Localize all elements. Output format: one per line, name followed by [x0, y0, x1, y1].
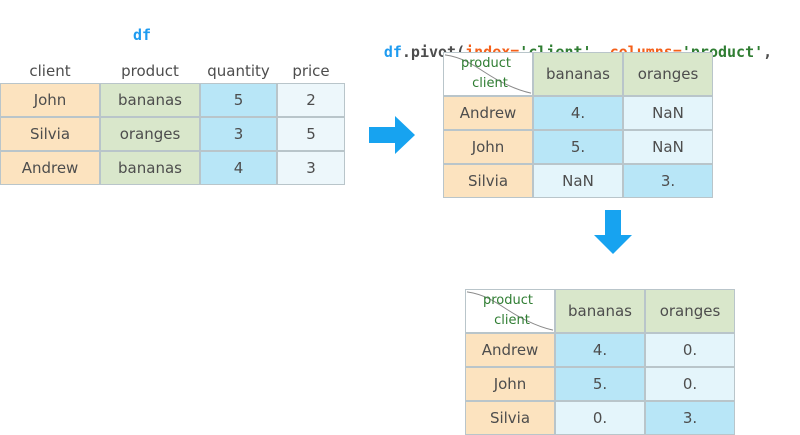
arrow-down-icon [592, 208, 634, 260]
pivot-corner-cell: product client [443, 52, 533, 96]
pivot-corner-columns-label: product [460, 56, 511, 71]
pivot-value-cell: 4. [533, 96, 623, 130]
df-table-header-row: client product quantity price [0, 55, 345, 83]
df-column-header-product: product [121, 62, 179, 80]
table-row: Andrew bananas 4 3 [0, 151, 345, 185]
pivot-value-cell: 5. [533, 130, 623, 164]
df-cell-product: oranges [100, 117, 200, 151]
fillna-corner-index-label: client [494, 313, 530, 328]
pivot-index-cell: John [443, 130, 533, 164]
fillna-index-cell: Silvia [465, 401, 555, 435]
pivot-index-cell: Andrew [443, 96, 533, 130]
table-row: John bananas 5 2 [0, 83, 345, 117]
df-cell-quantity: 4 [200, 151, 277, 185]
df-source-label: df [133, 26, 152, 44]
df-cell-client: John [0, 83, 100, 117]
fillna-corner-cell: product client [465, 289, 555, 333]
df-cell-client: Silvia [0, 117, 100, 151]
table-row: Silvia NaN 3. [443, 164, 713, 198]
df-column-header-quantity: quantity [207, 62, 270, 80]
df-cell-product: bananas [100, 83, 200, 117]
fillna-value-cell: 0. [645, 367, 735, 401]
table-row: Andrew 4. 0. [465, 333, 735, 367]
pivot-value-cell: NaN [533, 164, 623, 198]
arrow-right-icon [367, 114, 417, 160]
df-cell-price: 5 [277, 117, 345, 151]
fillna-index-cell: John [465, 367, 555, 401]
table-row: John 5. 0. [465, 367, 735, 401]
df-cell-product: bananas [100, 151, 200, 185]
fillna-result-table: product client bananas oranges Andrew 4.… [465, 289, 735, 435]
pivot-table-header-row: product client bananas oranges [443, 52, 713, 96]
pivot-column-header-oranges: oranges [623, 52, 713, 96]
fillna-value-cell: 5. [555, 367, 645, 401]
fillna-value-cell: 4. [555, 333, 645, 367]
table-row: Silvia 0. 3. [465, 401, 735, 435]
df-column-header-price: price [292, 62, 330, 80]
pivot-result-table: product client bananas oranges Andrew 4.… [443, 52, 713, 198]
pivot-column-header-bananas: bananas [533, 52, 623, 96]
pivot-value-cell: 3. [623, 164, 713, 198]
pivot-value-cell: NaN [623, 96, 713, 130]
df-table: client product quantity price John banan… [0, 55, 345, 185]
fillna-column-header-bananas: bananas [555, 289, 645, 333]
fillna-value-cell: 0. [555, 401, 645, 435]
table-row: Andrew 4. NaN [443, 96, 713, 130]
df-cell-quantity: 5 [200, 83, 277, 117]
table-row: Silvia oranges 3 5 [0, 117, 345, 151]
df-cell-price: 2 [277, 83, 345, 117]
df-cell-price: 3 [277, 151, 345, 185]
fillna-column-header-oranges: oranges [645, 289, 735, 333]
fillna-value-cell: 0. [645, 333, 735, 367]
fillna-index-cell: Andrew [465, 333, 555, 367]
fillna-value-cell: 3. [645, 401, 735, 435]
df-column-header-client: client [29, 62, 71, 80]
df-cell-client: Andrew [0, 151, 100, 185]
pivot-corner-index-label: client [472, 76, 508, 91]
fillna-table-header-row: product client bananas oranges [465, 289, 735, 333]
fillna-corner-columns-label: product [482, 293, 533, 308]
table-row: John 5. NaN [443, 130, 713, 164]
pivot-index-cell: Silvia [443, 164, 533, 198]
pivot-value-cell: NaN [623, 130, 713, 164]
df-cell-quantity: 3 [200, 117, 277, 151]
